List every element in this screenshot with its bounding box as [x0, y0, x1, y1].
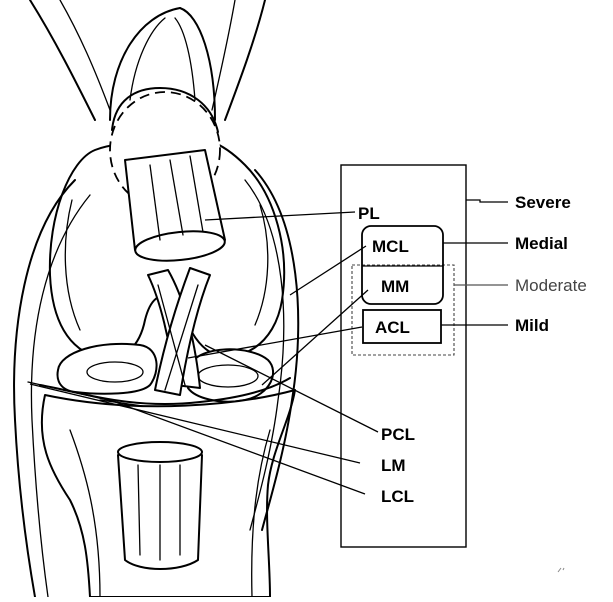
label-mild: Mild: [515, 316, 549, 335]
label-severe: Severe: [515, 193, 571, 212]
label-pl: PL: [358, 204, 380, 223]
label-mcl: MCL: [372, 237, 409, 256]
structure-labels: PL MCL MM ACL PCL LM LCL: [358, 204, 415, 506]
label-moderate: Moderate: [515, 276, 587, 295]
label-lm: LM: [381, 456, 406, 475]
scan-artifact: [558, 568, 564, 572]
label-acl: ACL: [375, 318, 410, 337]
knee-illustration: [14, 0, 298, 597]
label-pcl: PCL: [381, 425, 415, 444]
label-mm: MM: [381, 277, 409, 296]
label-lcl: LCL: [381, 487, 414, 506]
severity-labels: Severe Medial Moderate Mild: [515, 193, 587, 335]
label-medial: Medial: [515, 234, 568, 253]
